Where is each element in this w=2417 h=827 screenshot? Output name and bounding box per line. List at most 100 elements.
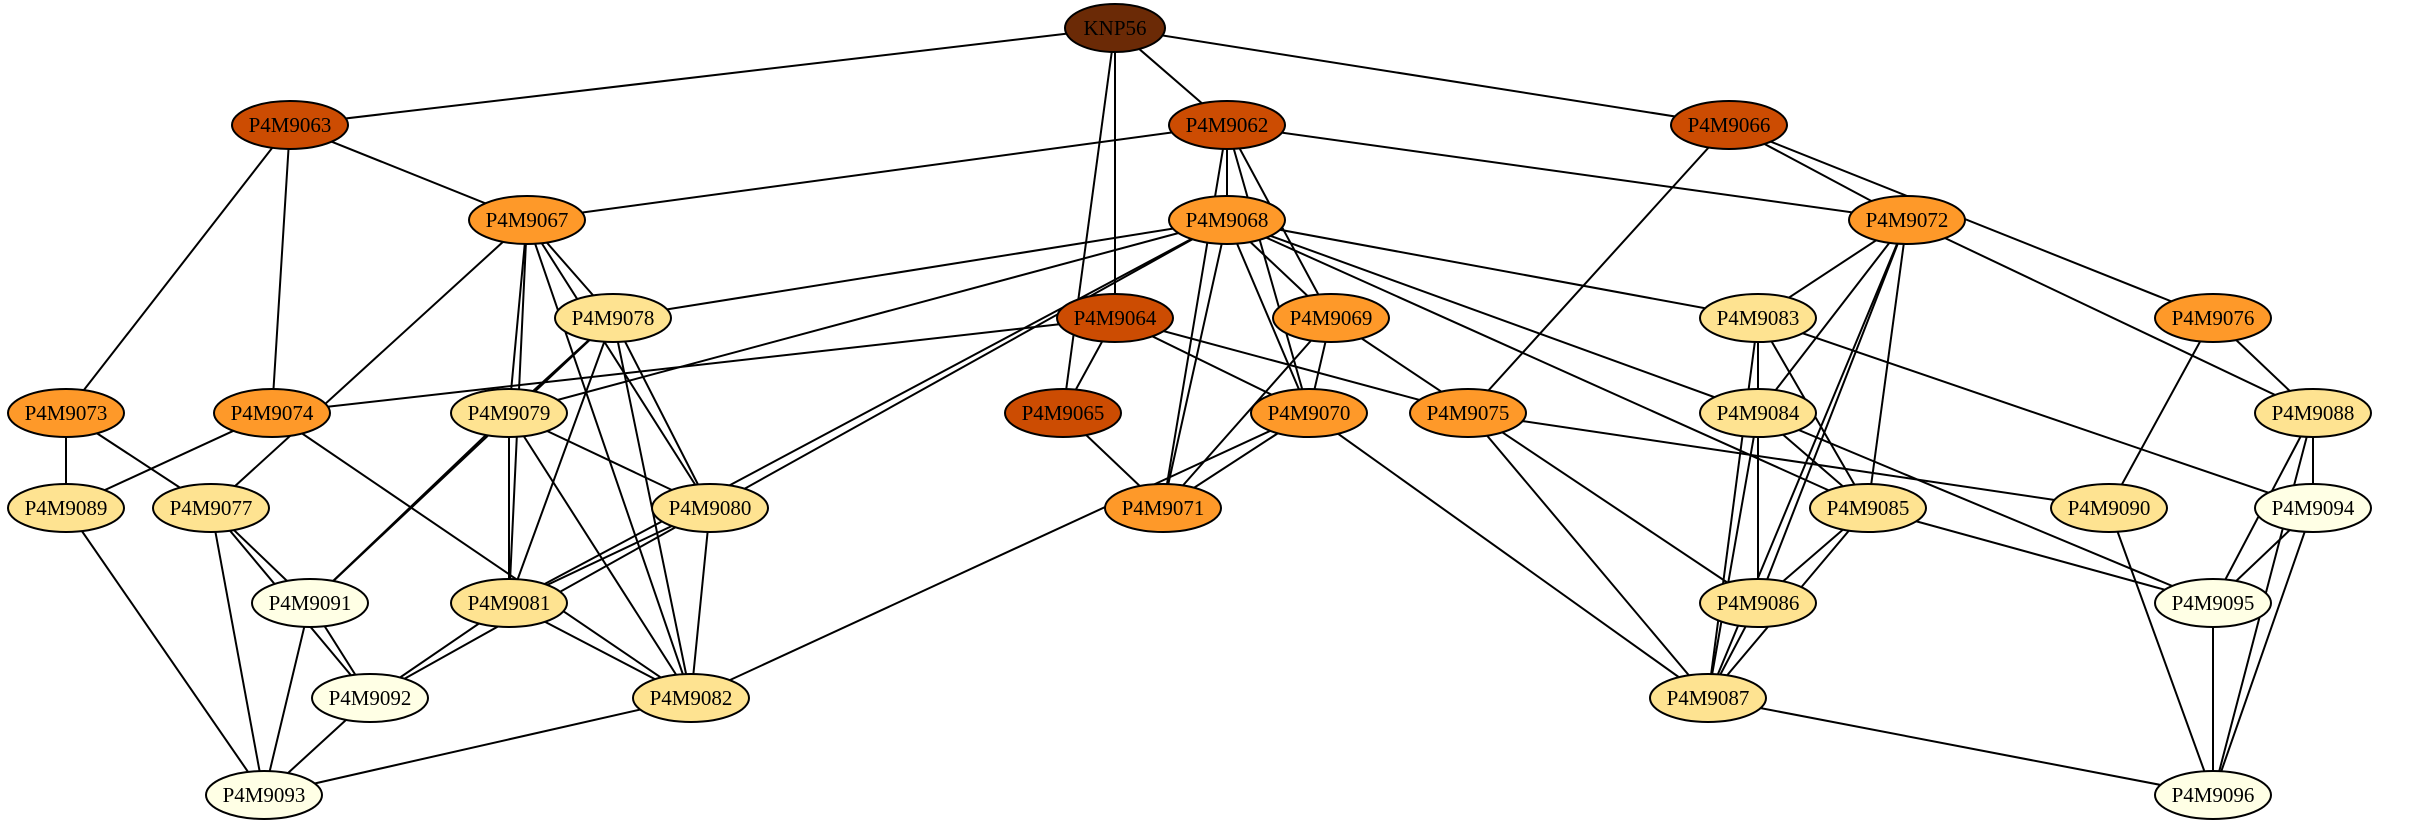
edge-p4m9068-p4m9071 <box>1162 219 1228 509</box>
node-p4m9071: P4M9071 <box>1104 483 1222 533</box>
node-label: KNP56 <box>1083 16 1146 40</box>
node-p4m9086: P4M9086 <box>1699 578 1817 628</box>
edge-p4m9072-p4m9088 <box>1906 219 2314 414</box>
node-p4m9062: P4M9062 <box>1168 100 1286 150</box>
node-p4m9096: P4M9096 <box>2154 770 2272 820</box>
edge-p4m9068-p4m9085 <box>1226 219 1869 509</box>
edge-knp56-p4m9065 <box>1062 27 1116 414</box>
node-label: P4M9089 <box>25 496 108 520</box>
edge-p4m9066-p4m9076 <box>1728 124 2214 319</box>
edge-p4m9082-p4m9093 <box>263 697 692 796</box>
edge-p4m9080-p4m9082 <box>690 507 711 699</box>
node-p4m9079: P4M9079 <box>450 388 568 438</box>
node-shape <box>1699 388 1817 438</box>
edge-p4m9069-p4m9086 <box>1330 317 1759 604</box>
node-shape <box>1168 195 1286 245</box>
edge-p4m9074-p4m9082 <box>271 412 692 699</box>
edge-p4m9083-p4m9087 <box>1707 317 1759 699</box>
node-label: P4M9094 <box>2272 496 2355 520</box>
edge-p4m9079-p4m9091 <box>309 412 510 604</box>
node-shape <box>7 388 125 438</box>
node-p4m9089: P4M9089 <box>7 483 125 533</box>
node-shape <box>2154 293 2272 343</box>
node-label: P4M9062 <box>1186 113 1269 137</box>
edge-knp56-p4m9066 <box>1114 27 1730 126</box>
node-label: P4M9095 <box>2172 591 2255 615</box>
node-p4m9085: P4M9085 <box>1809 483 1927 533</box>
node-p4m9069: P4M9069 <box>1272 293 1390 343</box>
edge-p4m9083-p4m9094 <box>1757 317 2314 509</box>
node-shape <box>468 195 586 245</box>
node-label: P4M9068 <box>1186 208 1269 232</box>
node-label: P4M9063 <box>249 113 332 137</box>
node-label: P4M9073 <box>25 401 108 425</box>
node-label: P4M9067 <box>486 208 569 232</box>
node-p4m9093: P4M9093 <box>205 770 323 820</box>
node-p4m9081: P4M9081 <box>450 578 568 628</box>
node-label: P4M9092 <box>329 686 412 710</box>
node-shape <box>1272 293 1390 343</box>
edge-p4m9068-p4m9070 <box>1226 219 1310 414</box>
node-shape <box>1064 3 1166 53</box>
edge-p4m9084-p4m9087 <box>1707 412 1759 699</box>
node-label: P4M9091 <box>269 591 352 615</box>
edge-p4m9062-p4m9072 <box>1226 124 1908 221</box>
node-shape <box>231 100 349 150</box>
node-label: P4M9090 <box>2068 496 2151 520</box>
node-shape <box>2154 578 2272 628</box>
node-label: P4M9069 <box>1290 306 1373 330</box>
node-shape <box>1056 293 1174 343</box>
edge-p4m9068-p4m9078 <box>612 219 1228 319</box>
node-shape <box>251 578 369 628</box>
node-label: P4M9084 <box>1717 401 1800 425</box>
node-label: P4M9072 <box>1866 208 1949 232</box>
node-p4m9078: P4M9078 <box>554 293 672 343</box>
node-label: P4M9081 <box>468 591 551 615</box>
node-p4m9080: P4M9080 <box>651 483 769 533</box>
edge-p4m9075-p4m9090 <box>1467 412 2110 509</box>
node-p4m9068: P4M9068 <box>1168 195 1286 245</box>
node-label: P4M9064 <box>1074 306 1157 330</box>
node-shape <box>1168 100 1286 150</box>
node-shape <box>152 483 270 533</box>
node-label: P4M9077 <box>170 496 253 520</box>
node-shape <box>632 673 750 723</box>
edge-p4m9089-p4m9093 <box>65 507 265 796</box>
edge-p4m9063-p4m9073 <box>65 124 291 414</box>
node-shape <box>1409 388 1527 438</box>
node-p4m9087: P4M9087 <box>1649 673 1767 723</box>
node-label: P4M9086 <box>1717 591 1800 615</box>
node-p4m9073: P4M9073 <box>7 388 125 438</box>
node-label: P4M9096 <box>2172 783 2255 807</box>
node-shape <box>1250 388 1368 438</box>
node-p4m9095: P4M9095 <box>2154 578 2272 628</box>
node-label: P4M9076 <box>2172 306 2255 330</box>
edge-p4m9068-p4m9080 <box>709 219 1228 509</box>
edge-p4m9079-p4m9082 <box>508 412 692 699</box>
edge-p4m9067-p4m9080 <box>526 219 711 509</box>
node-shape <box>2254 388 2372 438</box>
node-p4m9094: P4M9094 <box>2254 483 2372 533</box>
edge-p4m9070-p4m9087 <box>1308 412 1709 699</box>
node-label: P4M9074 <box>231 401 314 425</box>
node-p4m9084: P4M9084 <box>1699 388 1817 438</box>
edge-p4m9077-p4m9093 <box>210 507 265 796</box>
edge-p4m9067-p4m9082 <box>526 219 692 699</box>
node-p4m9075: P4M9075 <box>1409 388 1527 438</box>
node-label: P4M9070 <box>1268 401 1351 425</box>
node-label: P4M9066 <box>1688 113 1771 137</box>
edge-p4m9078-p4m9080 <box>612 317 711 509</box>
node-label: P4M9071 <box>1122 496 1205 520</box>
node-p4m9082: P4M9082 <box>632 673 750 723</box>
edge-p4m9072-p4m9084 <box>1757 219 1908 414</box>
node-label: P4M9093 <box>223 783 306 807</box>
node-shape <box>1699 578 1817 628</box>
node-shape <box>7 483 125 533</box>
node-shape <box>651 483 769 533</box>
edge-p4m9062-p4m9070 <box>1226 124 1310 414</box>
edge-p4m9075-p4m9087 <box>1467 412 1709 699</box>
edge-p4m9062-p4m9071 <box>1162 124 1228 509</box>
node-label: P4M9065 <box>1022 401 1105 425</box>
node-p4m9077: P4M9077 <box>152 483 270 533</box>
node-shape <box>1004 388 1122 438</box>
